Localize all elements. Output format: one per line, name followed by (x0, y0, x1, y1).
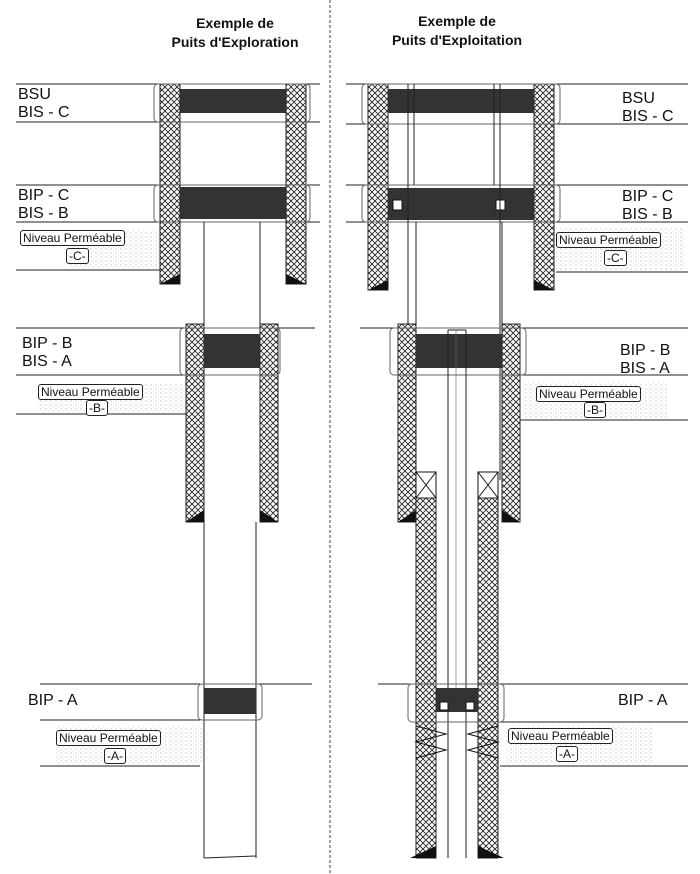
label-bis-a-right: BIS - A (620, 360, 670, 377)
label-bip-c-right: BIP - C (622, 188, 674, 205)
permeable-box-b-right: Niveau Perméable (536, 386, 641, 402)
exploration-title-line2: Puits d'Exploration (171, 34, 299, 50)
label-bip-a-right: BIP - A (618, 692, 668, 709)
permeable-tag-a-left: -A- (104, 748, 126, 764)
permeable-box-c-left: Niveau Perméable (20, 230, 125, 246)
label-bis-a-left: BIS - A (22, 353, 72, 370)
permeable-box-a-left: Niveau Perméable (56, 730, 161, 746)
permeable-box-b-left: Niveau Perméable (38, 384, 143, 400)
permeable-tag-b-left: -B- (86, 400, 108, 416)
production-well (346, 83, 688, 859)
label-bis-b-right: BIS - B (622, 206, 673, 223)
label-bsu-right: BSU (622, 90, 655, 107)
permeable-box-a-right: Niveau Perméable (508, 728, 613, 744)
permeable-box-c-right: Niveau Perméable (556, 232, 661, 248)
exploration-title-line1: Exemple de (196, 15, 274, 31)
label-bip-b-right: BIP - B (620, 342, 671, 359)
exploitation-title-line2: Puits d'Exploitation (391, 32, 523, 48)
label-bis-c-left: BIS - C (18, 104, 70, 121)
permeable-tag-b-right: -B- (584, 402, 606, 418)
permeable-tag-c-left: -C- (66, 248, 89, 264)
label-bip-a-left: BIP - A (28, 692, 78, 709)
exploration-title: Exemple de Puits d'Exploration (140, 14, 330, 52)
label-bip-b-left: BIP - B (22, 335, 73, 352)
permeable-tag-a-right: -A- (556, 746, 578, 762)
exploitation-title: Exemple de Puits d'Exploitation (362, 12, 552, 50)
permeable-tag-c-right: -C- (604, 250, 627, 266)
label-bis-b-left: BIS - B (18, 205, 69, 222)
label-bsu-left: BSU (18, 86, 51, 103)
label-bip-c-left: BIP - C (18, 187, 70, 204)
exploitation-title-line1: Exemple de (418, 13, 496, 29)
label-bis-c-right: BIS - C (622, 108, 674, 125)
